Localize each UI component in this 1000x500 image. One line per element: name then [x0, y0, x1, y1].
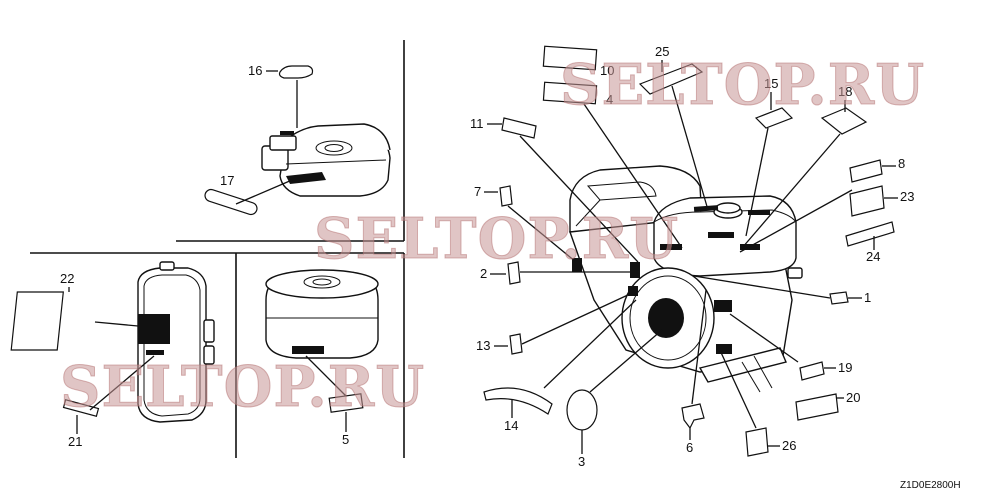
decal-1	[829, 291, 849, 305]
callout-1: 1	[864, 290, 871, 305]
panel-frames	[30, 40, 405, 458]
callout-17: 17	[220, 173, 234, 188]
callout-22: 21	[68, 434, 82, 449]
decal-8	[681, 403, 705, 430]
decal-2	[507, 261, 521, 285]
decal-20	[795, 393, 839, 421]
decal-5	[328, 393, 364, 413]
air-cleaner-side-view	[261, 123, 391, 197]
callout-labels: 16 17 22 21 5 25 10 4 11 7 2 13 14 3 15 …	[60, 44, 914, 469]
oval-air-cleaner	[265, 269, 379, 359]
callout-11: 11	[470, 116, 484, 131]
decal-13	[509, 333, 523, 355]
figure-code: Z1D0E2800H	[900, 480, 961, 491]
callout-7: 8	[898, 156, 905, 171]
watermark-middle: SELTOP.RU	[314, 206, 679, 272]
callout-14: 14	[504, 418, 518, 433]
watermark-top: SELTOP.RU	[560, 52, 925, 118]
decal-17	[204, 188, 258, 216]
decal-24	[845, 221, 895, 247]
decal-23	[10, 291, 64, 351]
callout-18: 18	[838, 84, 852, 99]
decal-21	[849, 185, 885, 217]
decal-14	[483, 387, 553, 415]
callout-15: 15	[764, 76, 778, 91]
callout-25: 25	[655, 44, 669, 59]
decal-3	[566, 389, 598, 431]
callout-13: 13	[476, 338, 490, 353]
decal-22	[62, 399, 100, 417]
callout-4: 4	[606, 92, 613, 107]
decal-16	[278, 65, 314, 79]
decal-25	[638, 63, 704, 95]
callout-5: 5	[342, 432, 349, 447]
decal-6	[499, 185, 513, 207]
callout-23: 22	[60, 271, 74, 286]
callout-16: 16	[248, 63, 262, 78]
decal-11	[501, 117, 537, 139]
callout-19: 19	[838, 360, 852, 375]
callout-26: 26	[782, 438, 796, 453]
decal-19	[799, 361, 825, 381]
watermark-bottom: SELTOP.RU	[60, 354, 425, 420]
callout-20: 20	[846, 390, 860, 405]
decal-parts	[10, 45, 895, 457]
decal-18	[820, 107, 868, 135]
callout-8: 6	[686, 440, 693, 455]
callout-6: 7	[474, 184, 481, 199]
callout-3: 3	[578, 454, 585, 469]
muffler-protector	[137, 261, 215, 423]
decal-7	[849, 159, 883, 183]
decal-26	[745, 427, 769, 457]
callout-10: 10	[600, 63, 614, 78]
decal-10	[542, 45, 598, 71]
callout-24: 24	[866, 249, 880, 264]
engine-assembly	[569, 165, 803, 393]
decal-15	[754, 107, 794, 129]
callout-21: 23	[900, 189, 914, 204]
callout-2: 2	[480, 266, 487, 281]
decal-4	[542, 81, 598, 105]
watermarks: SELTOP.RU SELTOP.RU SELTOP.RU	[60, 52, 925, 421]
